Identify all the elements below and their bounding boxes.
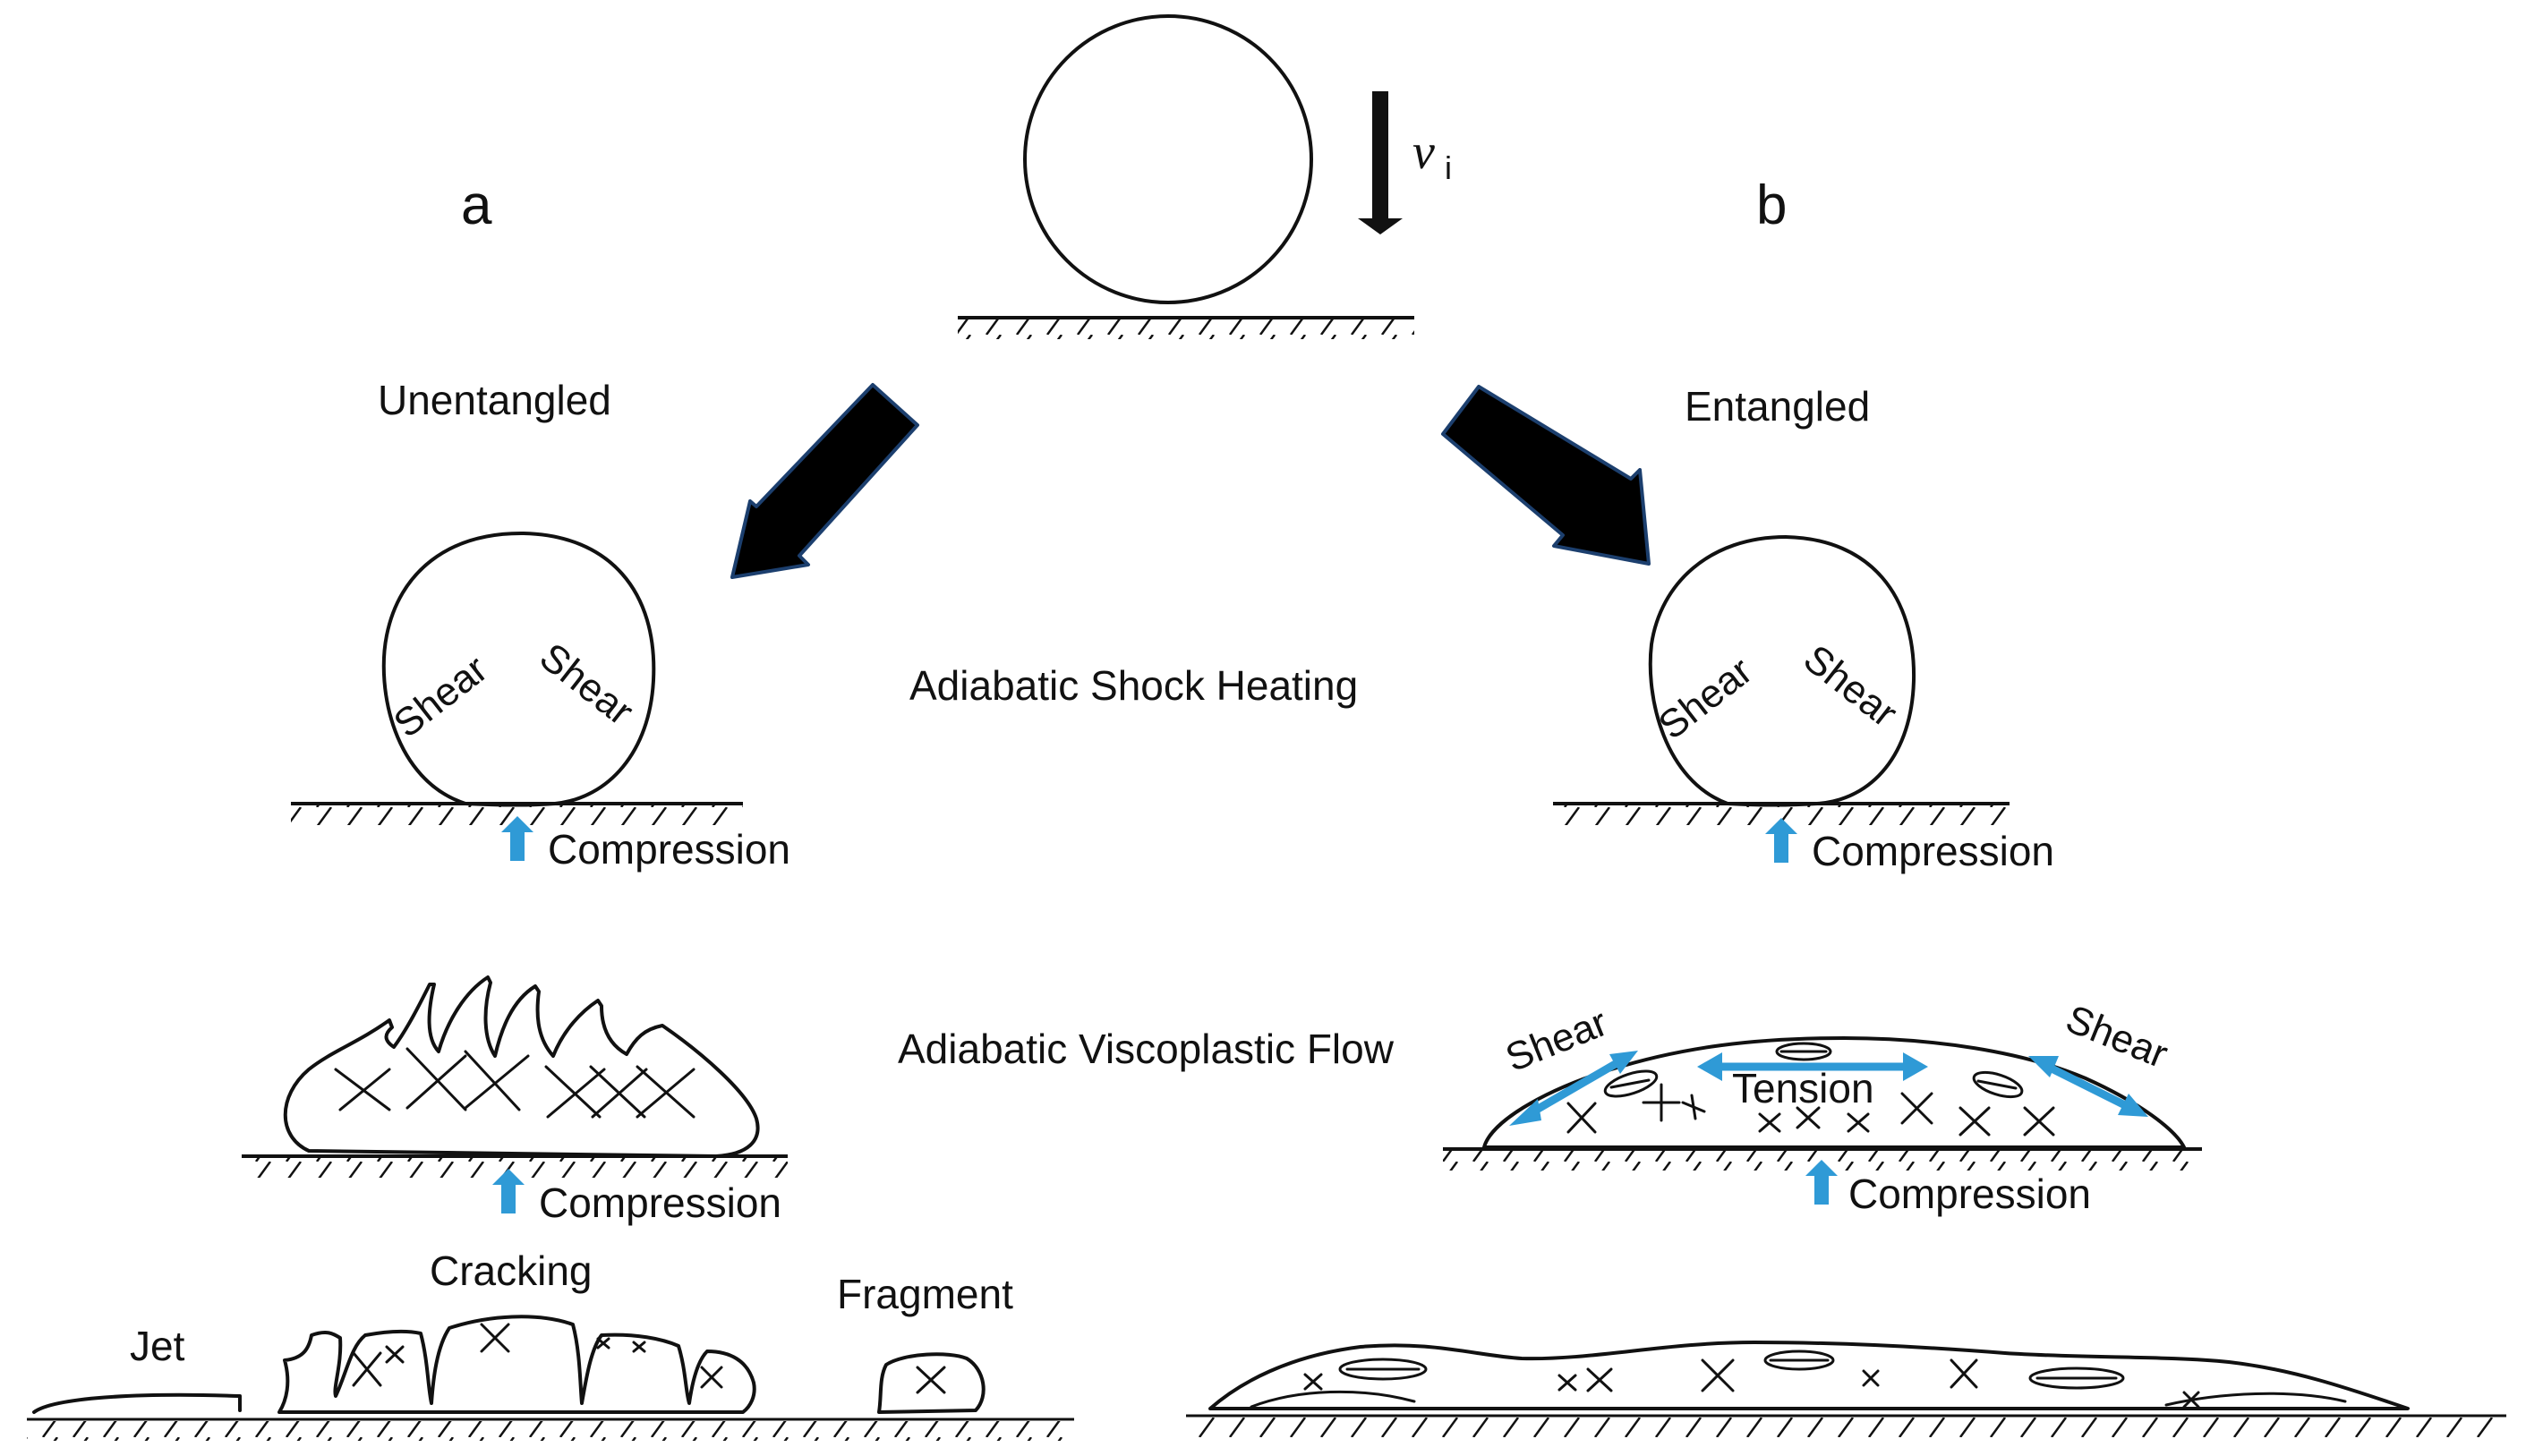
unentangled-label: Unentangled (378, 377, 611, 423)
arrow-to-unentangled (730, 383, 919, 579)
tension-label: Tension (1732, 1065, 1874, 1111)
shear-label-b-right: Shear (1796, 636, 1906, 736)
jet-label: Jet (130, 1323, 185, 1369)
shear-label-b-left: Shear (1651, 649, 1761, 748)
incoming-particle (958, 14, 1414, 339)
panel-label-b: b (1756, 175, 1787, 236)
final-state-a (27, 1315, 1074, 1441)
particle-a-flow (242, 975, 788, 1178)
shear-label-b-flow-right: Shear (2060, 997, 2173, 1077)
stage-shock-heating-label: Adiabatic Shock Heating (909, 662, 1358, 709)
compression-arrow-a2 (492, 1169, 525, 1213)
shear-label-a-left: Shear (386, 647, 496, 746)
shear-label-a-right: Shear (532, 634, 642, 734)
panel-label-a: a (461, 175, 492, 236)
velocity-symbol: ν (1412, 124, 1435, 180)
compression-label-b1: Compression (1812, 828, 2054, 874)
fragment-label: Fragment (837, 1271, 1013, 1317)
compression-arrow-b2 (1805, 1160, 1838, 1205)
cracking-label: Cracking (430, 1247, 593, 1294)
entangled-label: Entangled (1685, 383, 1870, 430)
arrow-to-entangled (1441, 385, 1651, 566)
compression-label-a2: Compression (539, 1179, 781, 1226)
compression-label-a1: Compression (548, 826, 790, 873)
compression-label-b2: Compression (1848, 1171, 2091, 1217)
particle-b-shock (1553, 535, 2010, 825)
velocity-arrow (1358, 91, 1403, 234)
shear-label-b-flow-left: Shear (1499, 1000, 1613, 1080)
compression-arrow-b1 (1765, 818, 1797, 863)
velocity-subscript: i (1445, 149, 1452, 186)
final-state-b (1186, 1341, 2506, 1437)
compression-arrow-a1 (501, 816, 533, 861)
stage-viscoplastic-label: Adiabatic Viscoplastic Flow (898, 1026, 1395, 1072)
particle-a-shock (291, 531, 743, 825)
